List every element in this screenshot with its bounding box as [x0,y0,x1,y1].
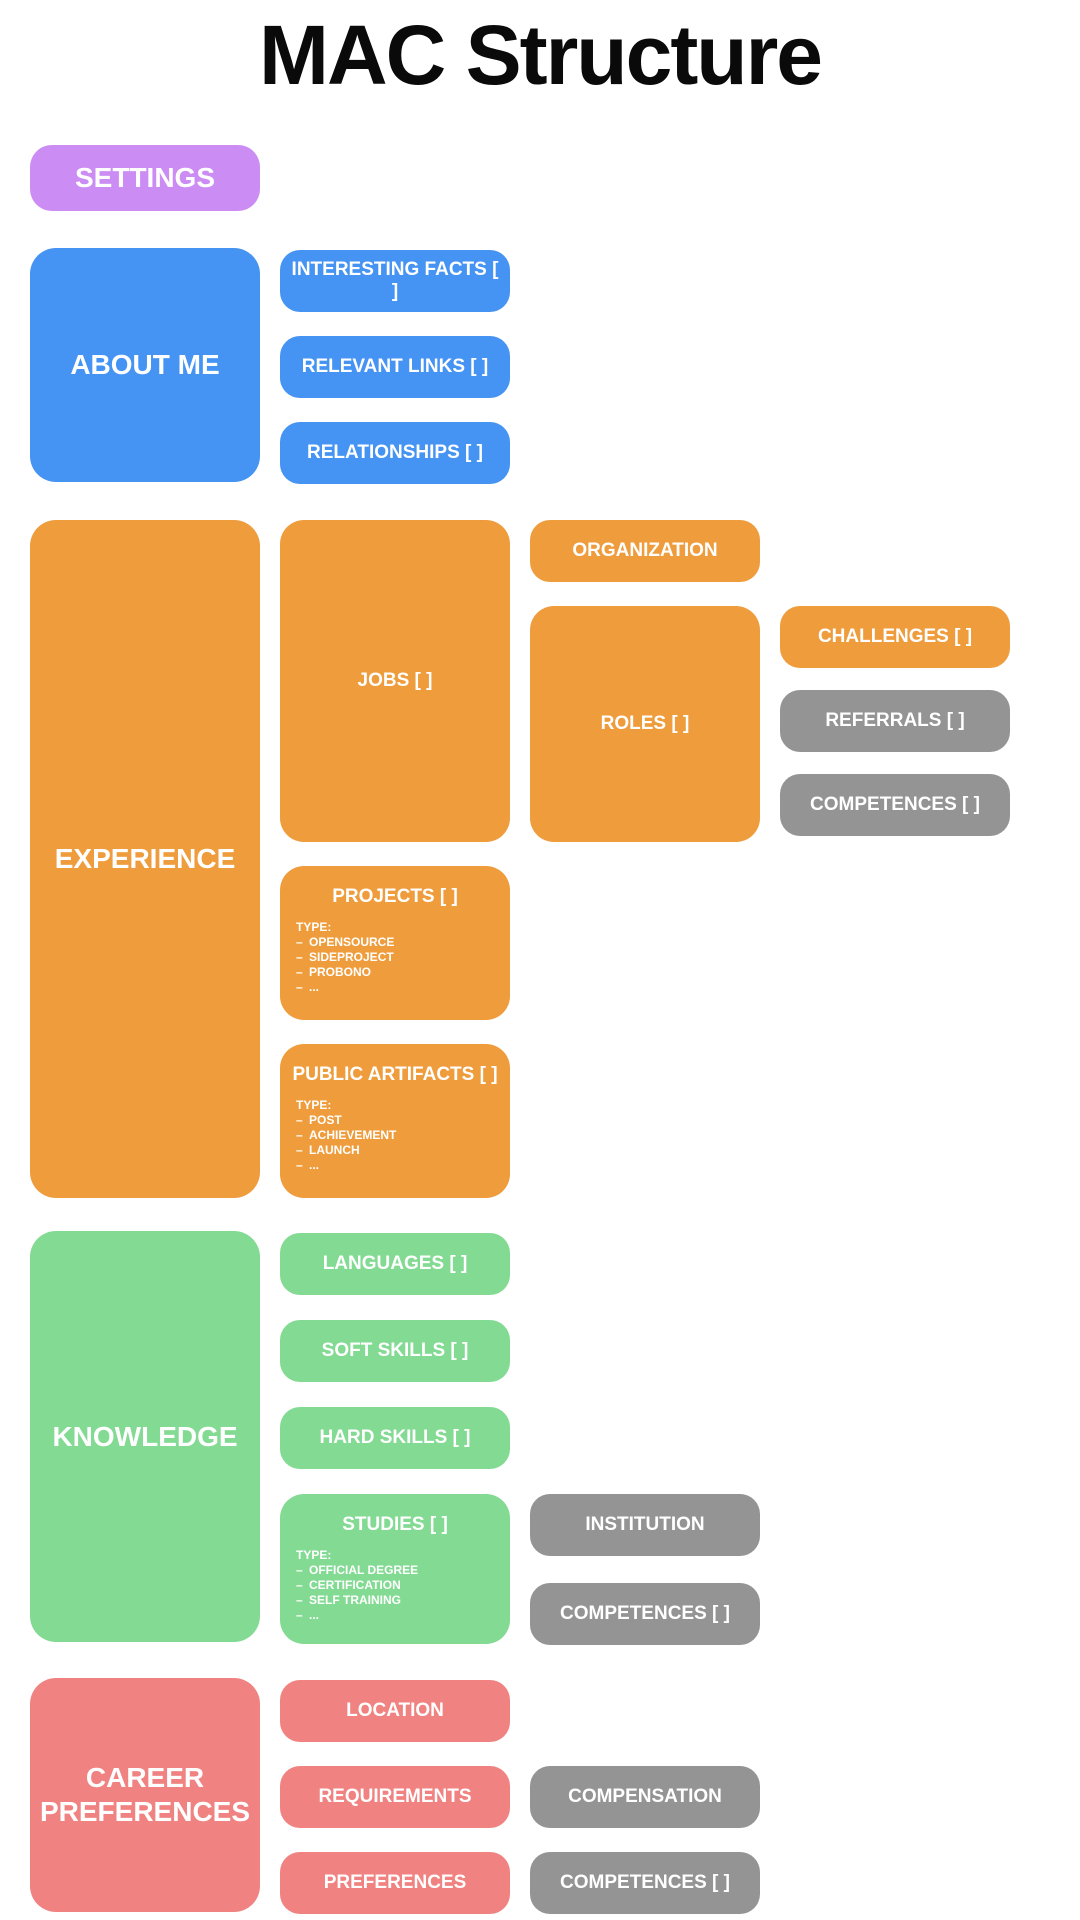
knowledge-label: KNOWLEDGE [52,1420,238,1452]
list-item: –PROBONO [296,965,510,980]
public-artifacts-type-list: TYPE: –POST –ACHIEVEMENT –LAUNCH –... [280,1098,510,1173]
experience-label: EXPERIENCE [54,843,236,874]
public-artifacts-label: PUBLIC ARTIFACTS [ ] [292,1064,498,1085]
institution-label: INSTITUTION [585,1514,705,1535]
public-artifacts-type-2: LAUNCH [309,1143,360,1157]
relationships-box: RELATIONSHIPS [ ] [280,422,510,484]
location-box: LOCATION [280,1680,510,1742]
bullet-dash: – [296,1593,303,1607]
experience-competences-label: COMPETENCES [ ] [810,794,980,815]
bullet-dash: – [296,980,303,994]
projects-type-2: PROBONO [309,965,372,979]
requirements-label: REQUIREMENTS [318,1786,472,1807]
institution-box: INSTITUTION [530,1494,760,1556]
relevant-links-box: RELEVANT LINKS [ ] [280,336,510,398]
roles-box: ROLES [ ] [530,606,760,842]
about-me-box: ABOUT ME [30,248,260,482]
studies-type-heading: TYPE: [296,1548,332,1562]
organization-label: ORGANIZATION [572,540,718,561]
projects-type-list: TYPE: –OPENSOURCE –SIDEPROJECT –PROBONO … [280,920,510,995]
public-artifacts-box: PUBLIC ARTIFACTS [ ] TYPE: –POST –ACHIEV… [280,1044,510,1198]
experience-box: EXPERIENCE [30,520,260,1198]
bullet-dash: – [296,1608,303,1622]
projects-box: PROJECTS [ ] TYPE: –OPENSOURCE –SIDEPROJ… [280,866,510,1020]
list-item: –OPENSOURCE [296,935,510,950]
bullet-dash: – [296,950,303,964]
soft-skills-label: SOFT SKILLS [ ] [321,1340,469,1361]
studies-type-1: CERTIFICATION [309,1578,401,1592]
career-competences-box: COMPETENCES [ ] [530,1852,760,1914]
studies-type-0: OFFICIAL DEGREE [309,1563,419,1577]
career-preferences-label: CAREER PREFERENCES [39,1762,251,1827]
bullet-dash: – [296,1578,303,1592]
projects-type-1: SIDEPROJECT [309,950,394,964]
list-item: –CERTIFICATION [296,1578,510,1593]
compensation-box: COMPENSATION [530,1766,760,1828]
challenges-label: CHALLENGES [ ] [817,626,973,647]
list-item: –... [296,980,510,995]
list-item: –SIDEPROJECT [296,950,510,965]
referrals-label: REFERRALS [ ] [825,710,965,731]
bullet-dash: – [296,1563,303,1577]
page-title: MAC Structure [258,8,823,102]
projects-type-0: OPENSOURCE [309,935,395,949]
career-preferences-box: CAREER PREFERENCES [30,1678,260,1912]
bullet-dash: – [296,1113,303,1127]
relationships-label: RELATIONSHIPS [ ] [307,442,483,463]
requirements-box: REQUIREMENTS [280,1766,510,1828]
location-label: LOCATION [346,1700,444,1721]
list-item: –... [296,1608,510,1623]
public-artifacts-type-1: ACHIEVEMENT [309,1128,397,1142]
jobs-box: JOBS [ ] [280,520,510,842]
knowledge-competences-box: COMPETENCES [ ] [530,1583,760,1645]
about-me-label: ABOUT ME [70,349,220,380]
settings-box: SETTINGS [30,145,260,211]
preferences-box: PREFERENCES [280,1852,510,1914]
bullet-dash: – [296,1158,303,1172]
bullet-dash: – [296,1143,303,1157]
referrals-box: REFERRALS [ ] [780,690,1010,752]
bullet-dash: – [296,935,303,949]
languages-box: LANGUAGES [ ] [280,1233,510,1295]
experience-competences-box: COMPETENCES [ ] [780,774,1010,836]
relevant-links-label: RELEVANT LINKS [ ] [301,356,489,377]
challenges-box: CHALLENGES [ ] [780,606,1010,668]
studies-label: STUDIES [ ] [342,1514,448,1535]
list-item: –SELF TRAINING [296,1593,510,1608]
list-item: –OFFICIAL DEGREE [296,1563,510,1578]
list-item: –POST [296,1113,510,1128]
projects-label: PROJECTS [ ] [332,886,458,907]
preferences-label: PREFERENCES [323,1872,467,1893]
list-item: –LAUNCH [296,1143,510,1158]
organization-box: ORGANIZATION [530,520,760,582]
public-artifacts-type-3: ... [309,1158,320,1172]
bullet-dash: – [296,965,303,979]
soft-skills-box: SOFT SKILLS [ ] [280,1320,510,1382]
projects-type-heading: TYPE: [296,920,332,934]
studies-box: STUDIES [ ] TYPE: –OFFICIAL DEGREE –CERT… [280,1494,510,1644]
interesting-facts-label: INTERESTING FACTS [ ] [291,259,499,302]
knowledge-box: KNOWLEDGE [30,1231,260,1642]
studies-type-list: TYPE: –OFFICIAL DEGREE –CERTIFICATION –S… [280,1548,510,1623]
languages-label: LANGUAGES [ ] [322,1253,468,1274]
hard-skills-label: HARD SKILLS [ ] [319,1427,471,1448]
roles-label: ROLES [ ] [600,713,690,734]
public-artifacts-type-0: POST [309,1113,342,1127]
list-item: –... [296,1158,510,1173]
projects-type-3: ... [309,980,320,994]
bullet-dash: – [296,1128,303,1142]
studies-type-3: ... [309,1608,320,1622]
knowledge-competences-label: COMPETENCES [ ] [560,1603,730,1624]
compensation-label: COMPENSATION [568,1786,722,1807]
settings-label: SETTINGS [74,162,215,193]
career-competences-label: COMPETENCES [ ] [560,1872,730,1893]
list-item: –ACHIEVEMENT [296,1128,510,1143]
hard-skills-box: HARD SKILLS [ ] [280,1407,510,1469]
interesting-facts-box: INTERESTING FACTS [ ] [280,250,510,312]
public-artifacts-type-heading: TYPE: [296,1098,332,1112]
studies-type-2: SELF TRAINING [309,1593,401,1607]
jobs-label: JOBS [ ] [357,670,433,691]
